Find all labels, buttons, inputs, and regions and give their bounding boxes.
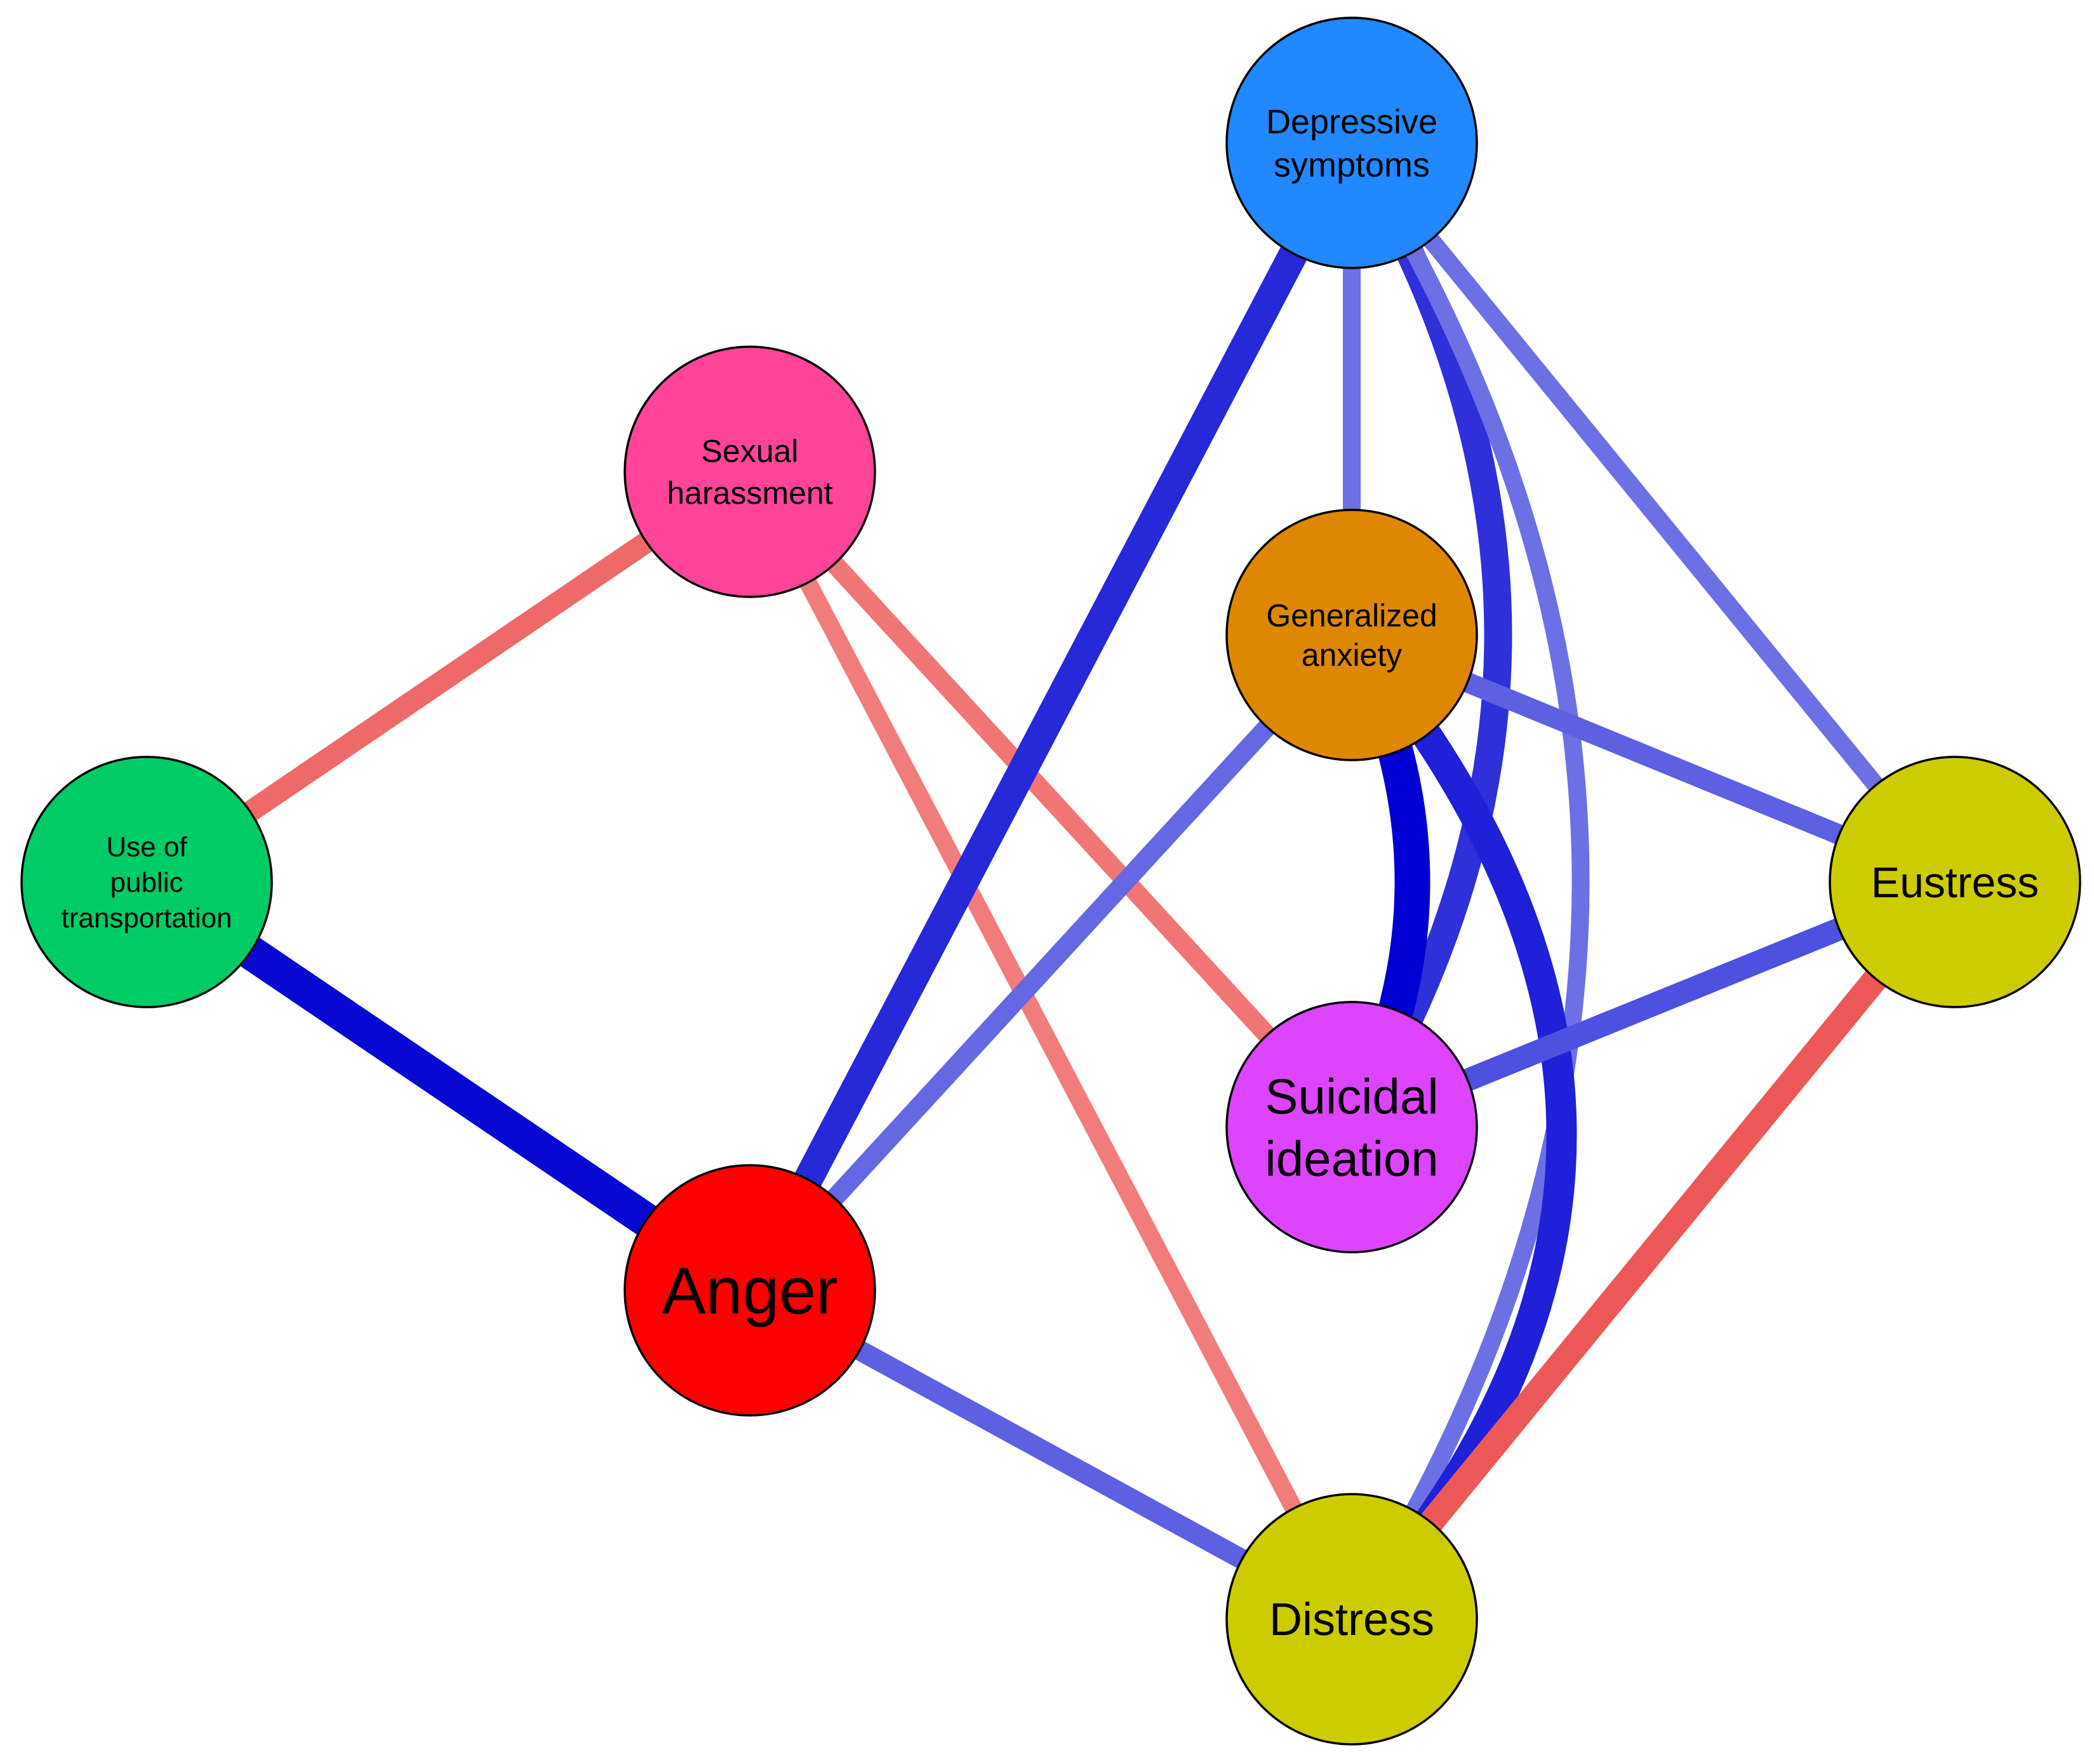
edge-sexual_harassment-distress: [741, 463, 1361, 1628]
node-label-use_pt-1: public: [110, 867, 183, 898]
node-label-use_pt-0: Use of: [106, 831, 187, 862]
node-label-distress-0: Distress: [1269, 1594, 1434, 1645]
edge-anger-depressive: [735, 128, 1366, 1305]
node-anger: Anger: [624, 1164, 876, 1417]
node-circle-suicidal: [1225, 1001, 1478, 1253]
nodes-layer: Use of public transportation Sexual harassme…: [20, 17, 2081, 1746]
node-circle-sexual_harassment: [624, 345, 876, 598]
node-label-use_pt-2: transportation: [61, 902, 232, 933]
node-label-anger-0: Anger: [662, 1254, 838, 1328]
node-sexual_harassment: Sexual harassment: [624, 345, 876, 598]
node-label-sexual_harassment-1: harassment: [667, 476, 832, 511]
node-label-gad-0: Generalized: [1266, 598, 1437, 634]
node-gad: Generalized anxiety: [1225, 509, 1478, 761]
node-label-suicidal-0: Suicidal: [1265, 1068, 1438, 1124]
edge-depressive-eustress: [1343, 134, 1964, 891]
edge-anger-gad: [740, 625, 1361, 1300]
node-label-gad-1: anxiety: [1302, 638, 1402, 673]
node-use_pt: Use of public transportation: [20, 756, 273, 1008]
edge-distress-eustress: [1339, 869, 1968, 1632]
node-label-depressive-1: symptoms: [1274, 146, 1430, 184]
edges-layer: [130, 128, 1968, 1634]
node-label-suicidal-1: ideation: [1265, 1130, 1438, 1186]
node-eustress: Eustress: [1829, 756, 2081, 1008]
node-label-depressive-0: Depressive: [1266, 103, 1437, 141]
node-circle-distress: [1225, 1493, 1478, 1746]
node-circle-use_pt: [20, 756, 273, 1008]
node-label-sexual_harassment-0: Sexual: [702, 434, 799, 469]
node-depressive: Depressive symptoms: [1225, 17, 1478, 269]
node-circle-gad: [1225, 509, 1478, 761]
node-circle-eustress: [1829, 756, 2081, 1008]
edge-sexual_harassment-suicidal: [740, 462, 1361, 1137]
edge-depressive-distress: [1343, 134, 1590, 1628]
node-circle-depressive: [1225, 17, 1478, 269]
node-label-eustress-0: Eustress: [1871, 859, 2039, 907]
node-circle-anger: [624, 1164, 876, 1417]
node-distress: Distress: [1225, 1493, 1478, 1746]
node-suicidal: Suicidal ideation: [1225, 1001, 1478, 1253]
